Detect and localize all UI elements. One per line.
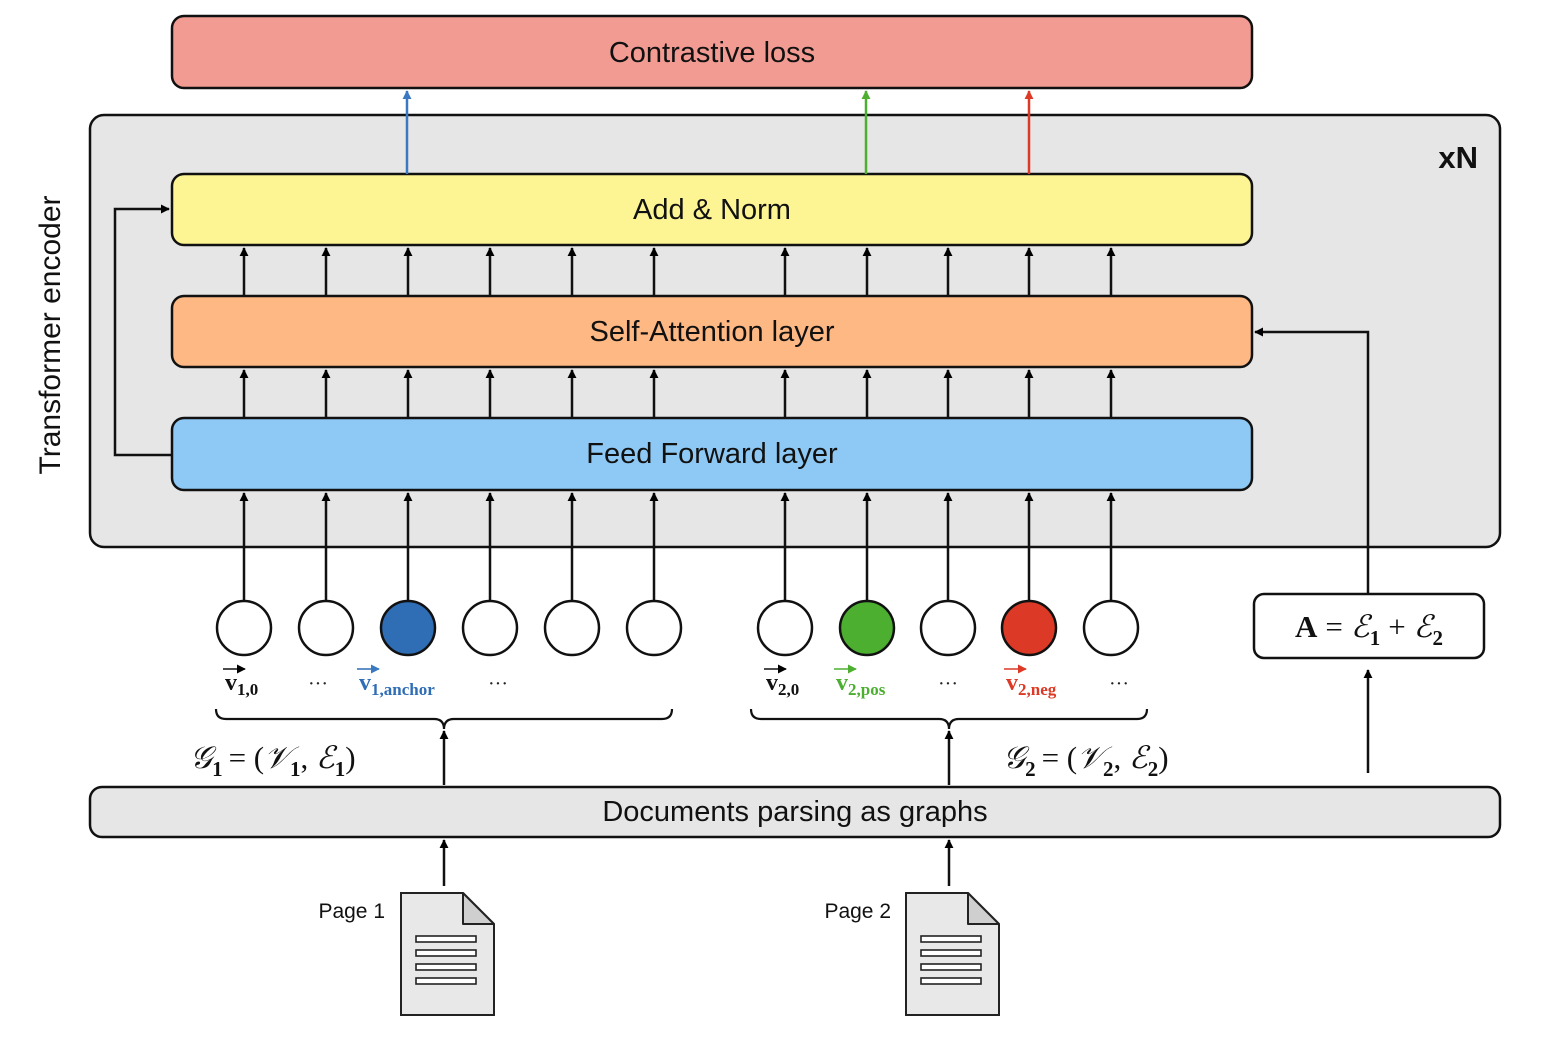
documents-parsing-block — [88, 785, 1502, 839]
graph1-ellipsis-1: ··· — [308, 673, 328, 695]
adjacency-formula: A=ℰ1+ℰ2 — [1295, 609, 1443, 650]
self-attention-block — [170, 294, 1254, 369]
graph2-node-1 — [838, 599, 896, 657]
graph1-ellipsis-2: ··· — [488, 673, 508, 695]
equals-sign: = — [1325, 609, 1342, 644]
graph2-formula: 𝒢2= (𝒱2, ℰ2) — [1003, 740, 1169, 781]
edge-set-2-sub: 2 — [1432, 626, 1443, 650]
edge-set-1: ℰ — [1351, 609, 1373, 645]
feed-forward-label: Feed Forward layer — [586, 438, 838, 470]
contrastive-loss-label: Contrastive loss — [609, 37, 815, 69]
adjacency-to-attention-arrow — [1254, 327, 1370, 594]
contrastive-loss-block — [170, 14, 1254, 90]
plus-sign: + — [1388, 609, 1405, 644]
graph1-symbol-sub: 1 — [212, 757, 223, 781]
node-label-pos-sub: 2,pos — [848, 680, 886, 699]
graph2-edges-sub: 2 — [1148, 757, 1159, 781]
graph1-vertices-sub: 1 — [290, 757, 301, 781]
svg-text:v1,anchor: v1,anchor — [359, 670, 435, 699]
add-norm-block — [170, 172, 1254, 247]
page1-document-icon — [400, 892, 495, 1016]
page2-document-icon — [905, 892, 1000, 1016]
graph2-brace — [749, 708, 1149, 730]
svg-text:v1,0: v1,0 — [225, 670, 258, 699]
adjacency-matrix-box — [1252, 592, 1486, 660]
graph2-node-4 — [1082, 599, 1140, 657]
svg-text:v2,neg: v2,neg — [1006, 670, 1057, 699]
residual-connection-arrow — [113, 204, 172, 457]
graph1-node-1 — [297, 599, 355, 657]
graph2-close: ) — [1158, 740, 1168, 775]
edge-set-2: ℰ — [1414, 609, 1436, 645]
token-columns — [215, 247, 1140, 657]
svg-text:v2,pos: v2,pos — [836, 670, 886, 699]
svg-text:v2,0: v2,0 — [766, 670, 799, 699]
graph1-node-4 — [543, 599, 601, 657]
graph2-node-2 — [919, 599, 977, 657]
graph1-node-2 — [379, 599, 437, 657]
node-label-neg: v — [1006, 670, 1018, 696]
graph1-formula: 𝒢1= (𝒱1, ℰ1) — [190, 740, 356, 781]
repeat-label: xN — [1438, 140, 1478, 175]
graph2-edges: ℰ — [1129, 740, 1151, 776]
edge-set-1-sub: 1 — [1370, 626, 1381, 650]
node-label-neg-sub: 2,neg — [1018, 680, 1057, 699]
add-norm-label: Add & Norm — [633, 194, 791, 226]
graph1-comma: , — [300, 740, 316, 775]
graph2-eq: = ( — [1042, 740, 1078, 775]
node-label-v10-sub: 1,0 — [237, 680, 258, 699]
graph2-symbol-sub: 2 — [1025, 757, 1036, 781]
node-label-v10: v — [225, 670, 237, 696]
graph1-node-0 — [215, 599, 273, 657]
graph1-node-3 — [461, 599, 519, 657]
graph2-node-3 — [1000, 599, 1058, 657]
adjacency-symbol: A — [1295, 609, 1318, 644]
graph2-ellipsis-2: ··· — [1109, 673, 1129, 695]
page2-label: Page 2 — [824, 900, 891, 923]
graph2-node-0 — [756, 599, 814, 657]
graph1-brace — [214, 708, 674, 730]
page1-label: Page 1 — [318, 900, 385, 923]
graph1-node-5 — [625, 599, 683, 657]
documents-parsing-label: Documents parsing as graphs — [602, 796, 987, 828]
graph1-node-labels: v1,0 ··· v1,anchor ··· — [223, 664, 508, 699]
self-attention-label: Self-Attention layer — [589, 316, 834, 348]
graph1-eq: = ( — [229, 740, 265, 775]
graph1-close: ) — [345, 740, 355, 775]
graph2-vertices-sub: 2 — [1103, 757, 1114, 781]
graph2-comma: , — [1113, 740, 1129, 775]
node-label-pos: v — [836, 670, 848, 696]
transformer-encoder-title: Transformer encoder — [34, 195, 67, 474]
graph2-node-labels: v2,0 v2,pos ··· v2,neg ··· — [764, 664, 1129, 699]
graph1-edges-sub: 1 — [335, 757, 346, 781]
graph1-edges: ℰ — [316, 740, 338, 776]
graph2-ellipsis-1: ··· — [938, 673, 958, 695]
node-label-anchor-sub: 1,anchor — [371, 680, 435, 699]
node-label-v20: v — [766, 670, 778, 696]
node-label-anchor: v — [359, 670, 371, 696]
node-label-v20-sub: 2,0 — [778, 680, 799, 699]
